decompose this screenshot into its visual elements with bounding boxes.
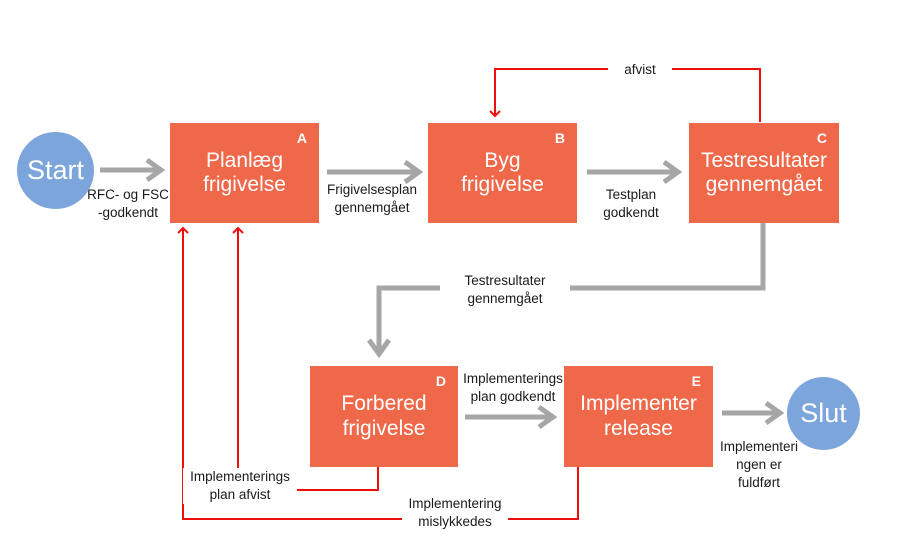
label-testresultater-gennemgaaet: Testresultater gennemgået xyxy=(440,272,570,308)
node-a-badge: A xyxy=(296,130,307,146)
label-testplan-godkendt: Testplan godkendt xyxy=(603,187,659,220)
node-forbered-frigivelse: D Forbered frigivelse xyxy=(310,366,458,467)
node-byg-frigivelse: B Byg frigivelse xyxy=(428,123,577,223)
edge-test-to-prepare xyxy=(366,223,766,359)
node-slut: Slut xyxy=(787,377,860,450)
label-implementering-mislykkedes: Implementering mislykkedes xyxy=(402,495,508,531)
node-e-badge: E xyxy=(691,373,701,389)
node-d-label: Forbered frigivelse xyxy=(341,392,427,440)
label-afvist: afvist xyxy=(608,61,672,79)
label-implementeringsplan-afvist: Implementerings plan afvist xyxy=(183,468,297,504)
label-frigivelsesplan-gennemgaaet: Frigivelsesplan gennemgået xyxy=(326,182,418,215)
node-c-badge: C xyxy=(816,130,827,146)
node-c-label: Testresultater gennemgået xyxy=(700,148,828,196)
slut-label: Slut xyxy=(800,398,847,428)
node-b-badge: B xyxy=(554,130,565,146)
node-d-badge: D xyxy=(435,373,446,389)
label-rfc-godkendt: RFC- og FSC -godkendt xyxy=(87,187,169,220)
node-a-label: Planlæg frigivelse xyxy=(203,148,286,196)
label-implementeringen-fuldfoert: Implementeri ngen er fuldført xyxy=(719,439,799,490)
node-b-label: Byg frigivelse xyxy=(461,148,544,196)
node-implementer-release: E Implementer release xyxy=(564,366,713,467)
edge-mislykkedes-implement-to-plan xyxy=(177,226,579,520)
label-implementeringsplan-godkendt: Implementerings plan godkendt xyxy=(463,371,563,404)
node-start: Start xyxy=(17,132,94,209)
node-e-label: Implementer release xyxy=(580,392,697,440)
node-testresultater-gennemgaaet: C Testresultater gennemgået xyxy=(689,123,839,223)
start-label: Start xyxy=(26,155,85,185)
node-planlaeg-frigivelse: A Planlæg frigivelse xyxy=(170,123,319,223)
edge-plan-afvist-prepare-to-plan xyxy=(232,226,379,491)
